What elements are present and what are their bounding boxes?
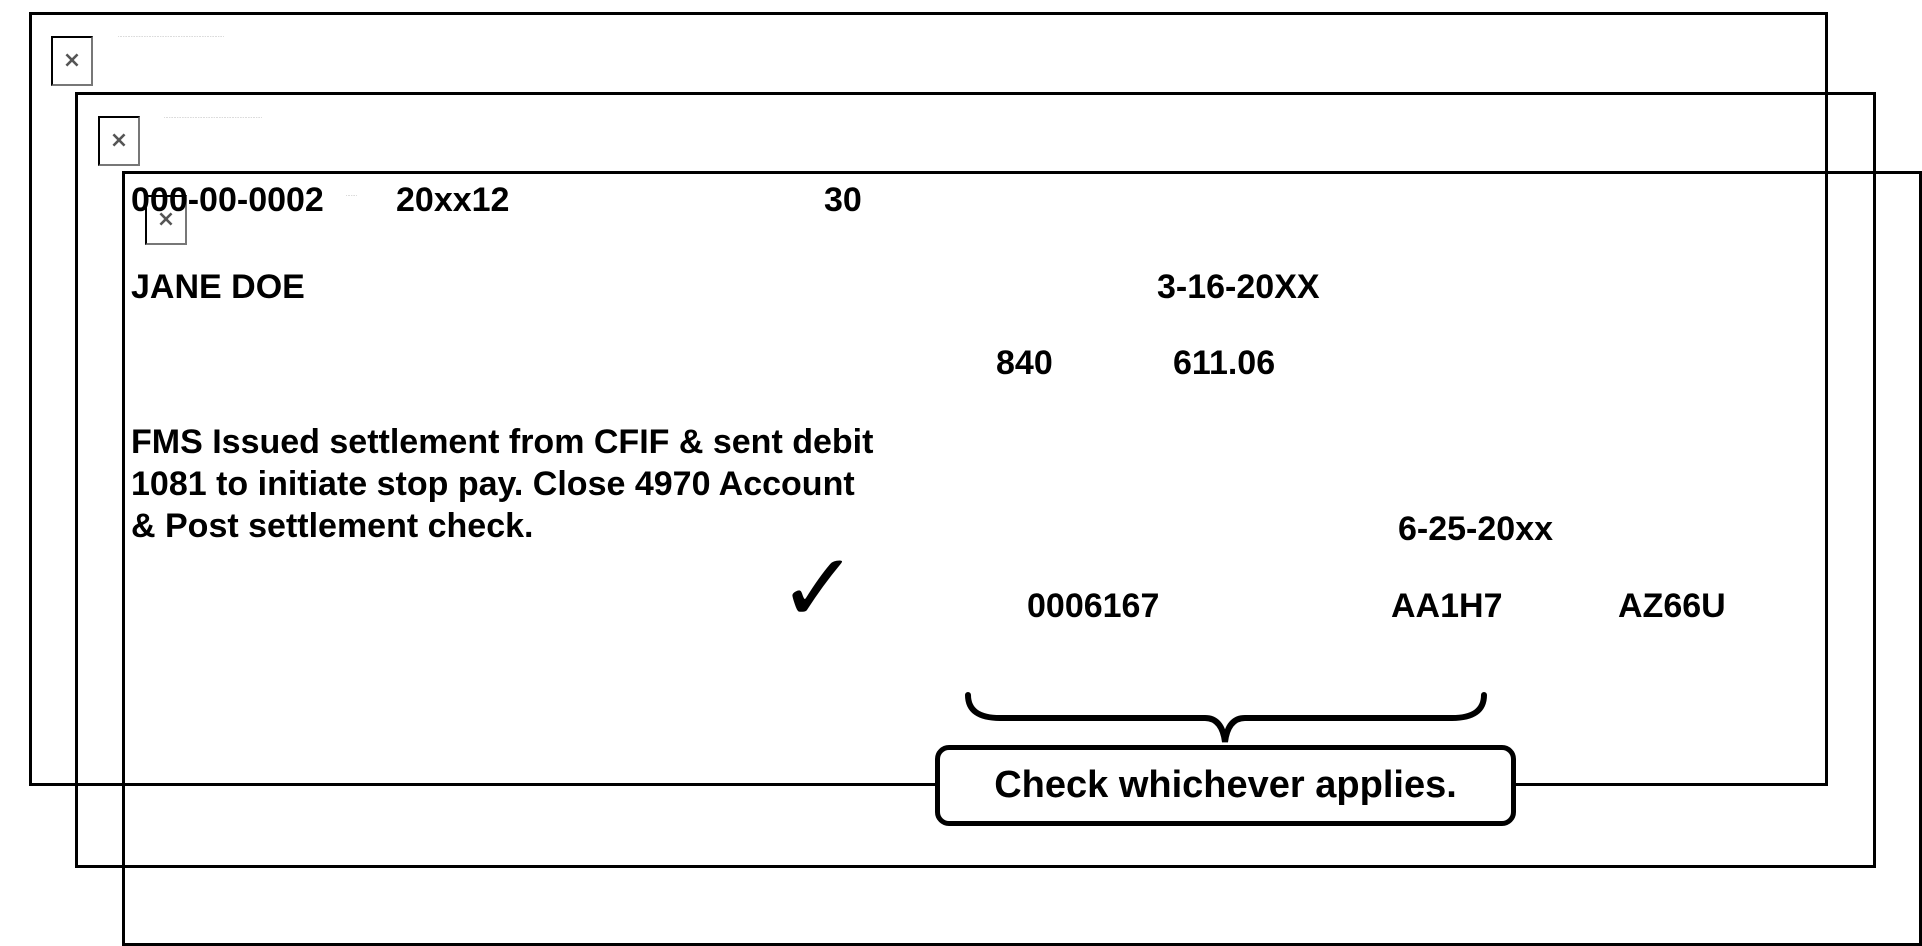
form-frame-front <box>122 171 1922 946</box>
code-value-1: AA1H7 <box>1391 587 1503 625</box>
broken-image-icon: × <box>98 116 140 166</box>
tiny-caption: ....... <box>346 192 358 197</box>
code-value-2: AZ66U <box>1618 587 1726 625</box>
form-frame-middle <box>75 92 1876 868</box>
tiny-caption: ........................................… <box>118 33 225 38</box>
curly-brace <box>965 692 1487 743</box>
form-frame-back <box>29 12 1828 786</box>
close-icon: × <box>156 207 176 232</box>
checkmark-icon: ✓ <box>778 532 859 644</box>
mft-value: 30 <box>824 181 862 219</box>
remarks-text: FMS Issued settlement from CFIF & sent d… <box>131 423 874 545</box>
close-icon: × <box>109 128 129 153</box>
callout-box: Check whichever applies. <box>935 745 1516 826</box>
check-number: 0006167 <box>1027 587 1160 625</box>
tax-period-value: 20xx12 <box>396 181 510 219</box>
broken-image-icon: × <box>145 195 187 245</box>
date-value: 3-16-20XX <box>1157 268 1320 306</box>
tiny-caption: ........................................… <box>164 114 263 119</box>
transaction-code: 840 <box>996 344 1053 382</box>
amount-value: 611.06 <box>1173 344 1276 382</box>
close-icon: × <box>62 48 82 73</box>
broken-image-icon: × <box>51 36 93 86</box>
ssn-value: 000-00-0002 <box>131 181 324 219</box>
taxpayer-name: JANE DOE <box>131 268 305 306</box>
post-date-value: 6-25-20xx <box>1398 510 1554 548</box>
